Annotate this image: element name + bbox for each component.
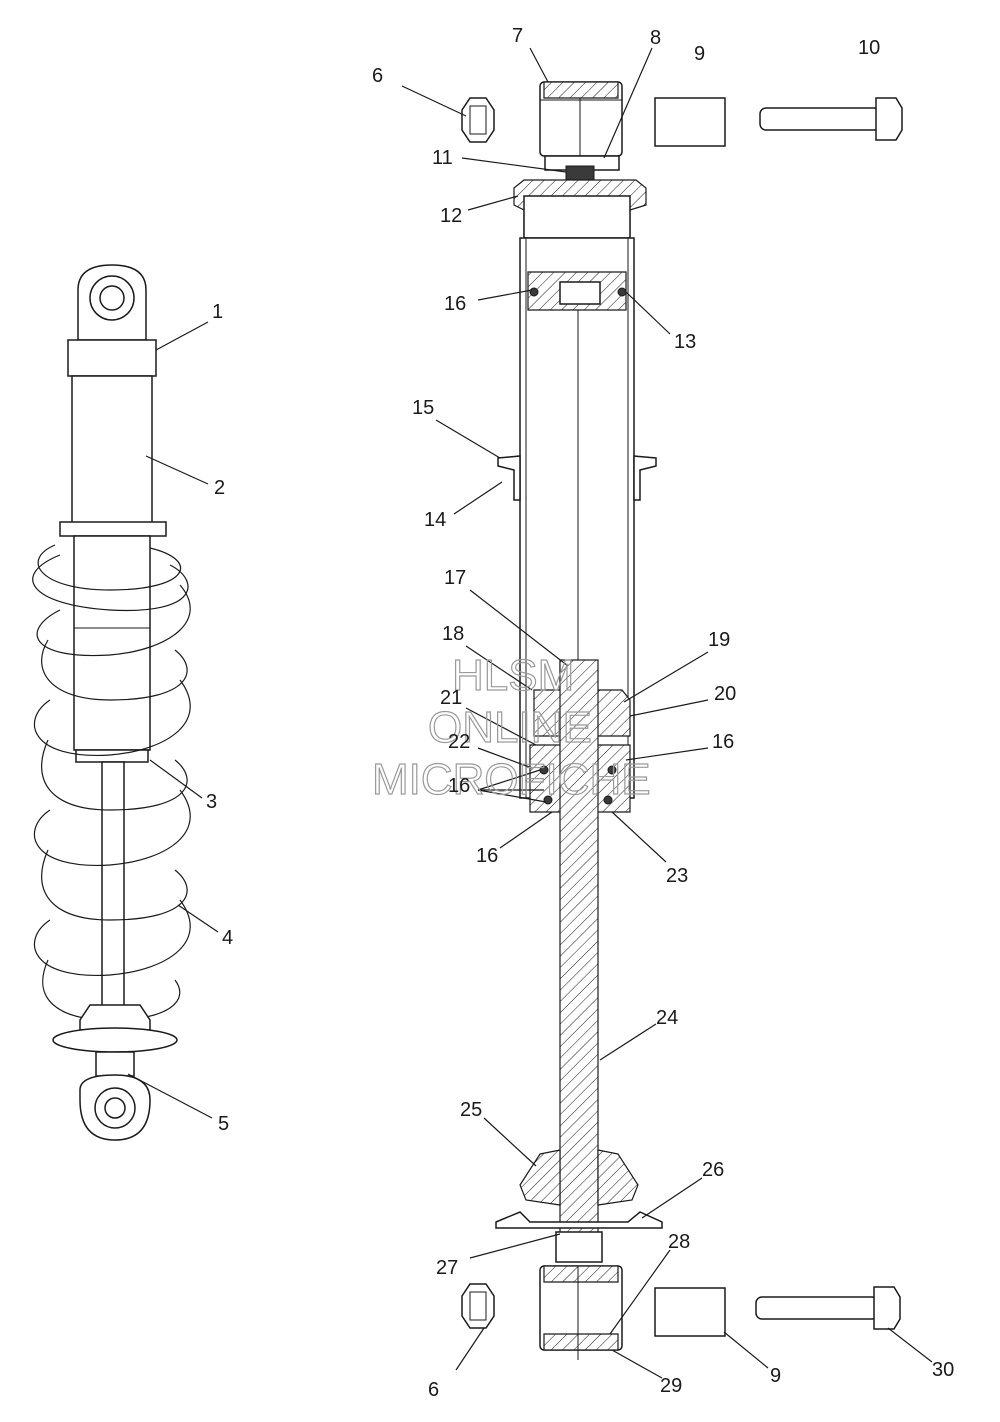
leader-lines [127, 47, 933, 1379]
callout-27: 27 [436, 1257, 458, 1279]
callout-29: 29 [660, 1375, 682, 1397]
callout-16-d: 16 [476, 845, 498, 867]
callout-11: 11 [432, 147, 453, 169]
callout-28: 28 [668, 1231, 690, 1253]
callout-2: 2 [214, 477, 225, 499]
callout-18: 18 [442, 623, 464, 645]
callout-5: 5 [218, 1113, 229, 1135]
callout-21: 21 [440, 687, 462, 709]
callout-30: 30 [932, 1359, 954, 1381]
callout-15: 15 [412, 397, 434, 419]
callout-12: 12 [440, 205, 462, 227]
watermark-line2: ONLINE [428, 703, 592, 752]
watermark-line3: MICROFICHE [372, 755, 651, 804]
callout-1: 1 [212, 301, 223, 323]
exploded-cross-section [461, 81, 903, 1360]
callout-9-top: 9 [694, 43, 705, 65]
callout-25: 25 [460, 1099, 482, 1121]
callout-3: 3 [206, 791, 217, 813]
callout-20: 20 [714, 683, 736, 705]
callout-6-top: 6 [372, 65, 383, 87]
callout-17: 17 [444, 567, 466, 589]
callout-26: 26 [702, 1159, 724, 1181]
callout-16-c: 16 [448, 775, 470, 797]
watermark-line1: HLSM [452, 651, 574, 700]
callout-16-a: 16 [444, 293, 466, 315]
callout-8: 8 [650, 27, 661, 49]
callout-23: 23 [666, 865, 688, 887]
callout-9-bottom: 9 [770, 1365, 781, 1387]
callout-24: 24 [656, 1007, 678, 1029]
callout-16-b: 16 [712, 731, 734, 753]
callout-19: 19 [708, 629, 730, 651]
callout-10: 10 [858, 37, 880, 59]
callout-labels: 1 2 3 4 5 6 7 8 9 10 11 12 16 13 15 14 1… [206, 25, 954, 1401]
callout-14: 14 [424, 509, 446, 531]
callout-4: 4 [222, 927, 233, 949]
watermark: HLSM ONLINE MICROFICHE [371, 650, 651, 804]
callout-22: 22 [448, 731, 470, 753]
callout-13: 13 [674, 331, 696, 353]
callout-7: 7 [512, 25, 523, 47]
callout-6-bottom: 6 [428, 1379, 439, 1401]
assembled-shock [32, 264, 191, 1141]
